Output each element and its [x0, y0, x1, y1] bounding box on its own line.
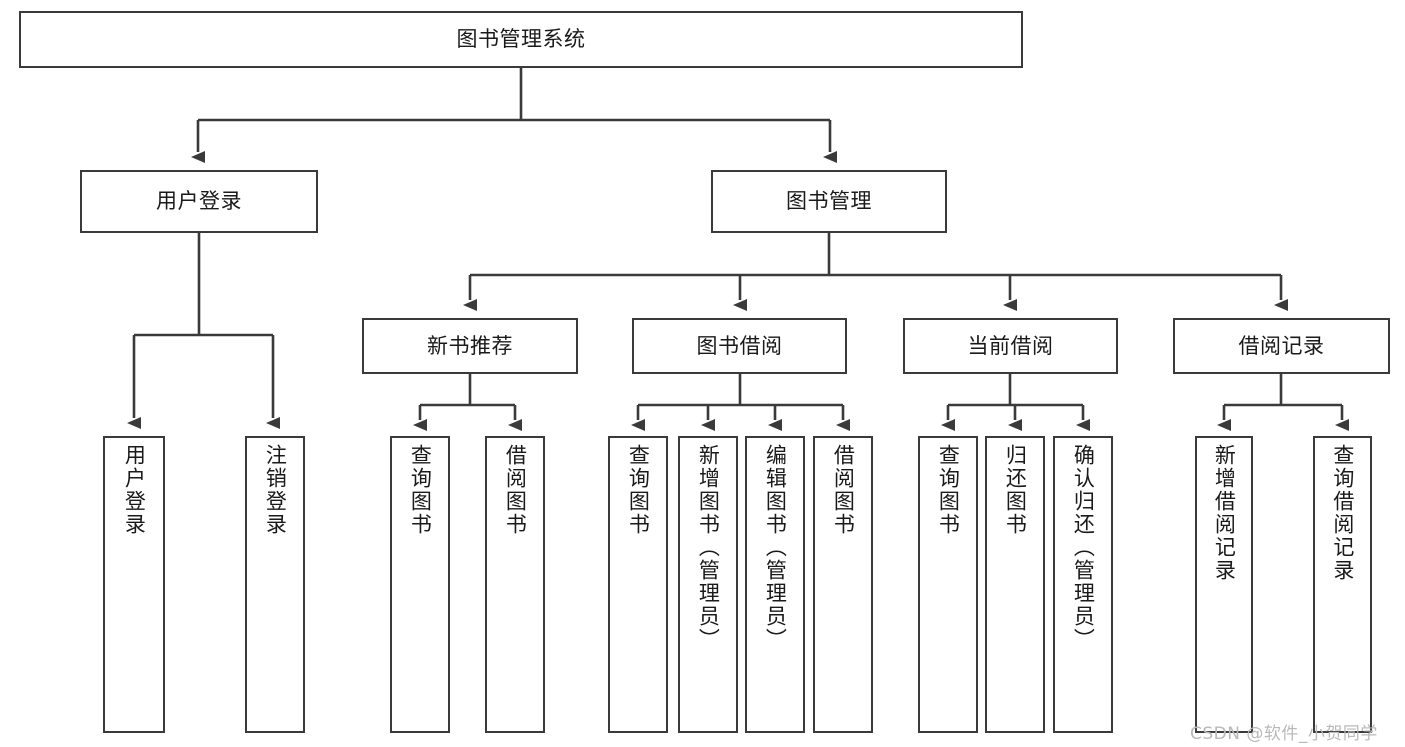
node-book-management-label: 图书管理: [786, 189, 872, 214]
node-borrow-record-label: 借阅记录: [1238, 333, 1325, 358]
leaf-user-login[interactable]: 用户登录: [103, 436, 165, 733]
leaf-query-book-3[interactable]: 查询图书: [918, 436, 978, 733]
node-root-label: 图书管理系统: [456, 27, 586, 52]
leaf-query-borrow-record-label: 查询借阅记录: [1330, 444, 1355, 582]
leaf-edit-book-admin[interactable]: 编辑图书（管理员）: [745, 436, 805, 733]
leaf-query-book-2[interactable]: 查询图书: [608, 436, 668, 733]
leaf-return-book[interactable]: 归还图书: [985, 436, 1045, 733]
node-book-borrow[interactable]: 图书借阅: [632, 318, 847, 374]
leaf-confirm-return-admin[interactable]: 确认归还（管理员）: [1053, 436, 1113, 733]
leaf-borrow-book-2-label: 借阅图书: [831, 444, 856, 536]
leaf-query-book-1[interactable]: 查询图书: [390, 436, 450, 733]
node-book-management[interactable]: 图书管理: [711, 170, 947, 233]
leaf-logout-label: 注销登录: [263, 444, 288, 536]
leaf-borrow-book-1[interactable]: 借阅图书: [485, 436, 545, 733]
node-new-book-recommend-label: 新书推荐: [427, 333, 513, 358]
node-new-book-recommend[interactable]: 新书推荐: [362, 318, 578, 374]
csdn-watermark: CSDN @软件_小贺同学: [1190, 724, 1378, 744]
leaf-query-book-3-label: 查询图书: [936, 444, 961, 536]
leaf-add-book-admin-label: 新增图书（管理员）: [696, 444, 721, 651]
node-book-borrow-label: 图书借阅: [696, 333, 783, 358]
leaf-query-book-2-label: 查询图书: [626, 444, 651, 536]
leaf-confirm-return-admin-label: 确认归还（管理员）: [1071, 444, 1096, 651]
node-current-borrow-label: 当前借阅: [967, 333, 1054, 358]
leaf-logout[interactable]: 注销登录: [245, 436, 305, 733]
node-user-login-label: 用户登录: [156, 189, 242, 214]
leaf-add-book-admin[interactable]: 新增图书（管理员）: [678, 436, 738, 733]
leaf-return-book-label: 归还图书: [1003, 444, 1028, 536]
node-current-borrow[interactable]: 当前借阅: [903, 318, 1118, 374]
leaf-borrow-book-1-label: 借阅图书: [503, 444, 528, 536]
leaf-user-login-label: 用户登录: [122, 444, 147, 536]
node-root[interactable]: 图书管理系统: [19, 11, 1023, 68]
node-user-login[interactable]: 用户登录: [80, 170, 318, 233]
leaf-query-book-1-label: 查询图书: [408, 444, 433, 536]
leaf-borrow-book-2[interactable]: 借阅图书: [813, 436, 873, 733]
node-borrow-record[interactable]: 借阅记录: [1173, 318, 1390, 374]
leaf-query-borrow-record[interactable]: 查询借阅记录: [1313, 436, 1372, 733]
leaf-add-borrow-record[interactable]: 新增借阅记录: [1195, 436, 1253, 733]
leaf-edit-book-admin-label: 编辑图书（管理员）: [763, 444, 788, 651]
leaf-add-borrow-record-label: 新增借阅记录: [1212, 444, 1237, 582]
